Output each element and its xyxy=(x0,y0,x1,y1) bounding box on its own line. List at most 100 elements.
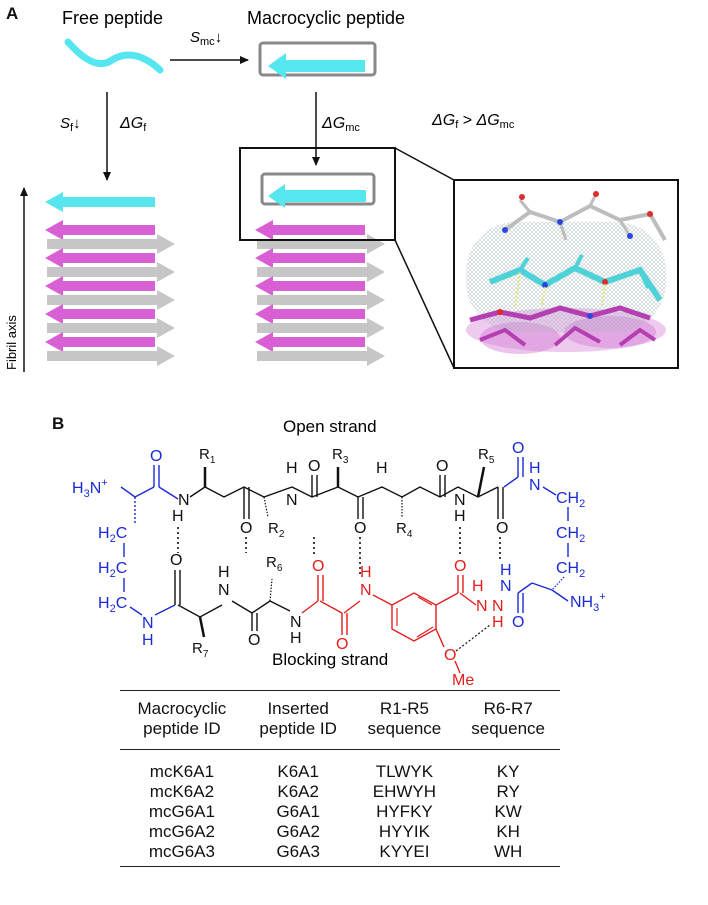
blocking-strand-label: Blocking strand xyxy=(272,650,388,669)
macrocycle-frame xyxy=(258,41,377,77)
panel-label-b: B xyxy=(52,414,65,433)
table-row: mcK6A1 K6A1 TLWYK KY xyxy=(120,750,560,783)
mc-capping-strand xyxy=(268,184,366,208)
svg-text:O: O xyxy=(170,552,182,569)
svg-text:R2: R2 xyxy=(268,520,285,540)
cell-inserted-id: G6A3 xyxy=(243,842,353,867)
svg-text:R5: R5 xyxy=(478,446,495,466)
svg-text:Me: Me xyxy=(452,672,474,685)
svg-text:O: O xyxy=(496,520,508,537)
zoom-connector-top xyxy=(394,147,455,181)
svg-text:H: H xyxy=(172,508,184,525)
cell-r6-r7: KY xyxy=(496,762,520,781)
cell-inserted-id: G6A1 xyxy=(276,802,320,821)
s-f-label: Sf↓ xyxy=(60,115,81,134)
mc-capping-frame xyxy=(260,172,376,206)
magenta-strand-arrow xyxy=(255,304,365,324)
svg-text:CH2: CH2 xyxy=(556,525,585,545)
svg-text:H: H xyxy=(286,460,298,477)
mc-fibril-stack xyxy=(255,220,385,366)
svg-text:R7: R7 xyxy=(192,640,209,660)
cell-r6-r7: KW xyxy=(494,802,522,821)
right-linker: O H N CH2 CH2 CH2 NH3+ O H N xyxy=(500,440,606,631)
svg-text:O: O xyxy=(454,558,466,575)
svg-text:R4: R4 xyxy=(396,520,413,540)
svg-text:N: N xyxy=(286,492,298,509)
s-mc-label: Smc↓ xyxy=(190,29,222,48)
cell-r6-r7: RY xyxy=(496,782,520,801)
svg-text:H: H xyxy=(529,460,541,477)
svg-text:H: H xyxy=(492,614,504,631)
svg-text:N: N xyxy=(360,582,372,599)
gray-strand-arrow xyxy=(257,318,385,338)
free-peptide-label: Free peptide xyxy=(62,8,163,28)
cell-r6-r7: KH xyxy=(496,822,520,841)
cell-r6-r7: WH xyxy=(456,842,560,867)
svg-text:H: H xyxy=(500,562,512,579)
gray-strand-arrow xyxy=(47,346,175,366)
svg-text:R1: R1 xyxy=(199,446,216,466)
cell-inserted-id: K6A2 xyxy=(277,782,319,801)
panel-label-a: A xyxy=(6,4,19,23)
svg-text:N: N xyxy=(454,492,466,509)
svg-text:Smc↓: Smc↓ xyxy=(190,29,222,48)
svg-text:O: O xyxy=(512,440,524,457)
red-aromatic-linker: O O N H O N H N H O Me xyxy=(301,558,504,685)
hydrogen-bonds xyxy=(177,527,501,575)
svg-text:O: O xyxy=(512,614,524,631)
gray-strand-arrow xyxy=(47,234,175,254)
magenta-strand-arrow xyxy=(45,332,155,352)
cell-r1-r5: HYFKY xyxy=(376,802,433,821)
svg-text:H: H xyxy=(142,632,154,649)
svg-text:N: N xyxy=(500,578,512,595)
svg-text:H2C: H2C xyxy=(98,595,127,615)
svg-text:H: H xyxy=(376,460,388,477)
cell-inserted-id: K6A1 xyxy=(277,762,319,781)
svg-text:N: N xyxy=(476,598,488,615)
svg-text:H: H xyxy=(290,630,302,647)
gray-strand-arrow xyxy=(47,318,175,338)
zoom-connector-bottom xyxy=(394,239,455,369)
svg-text:H: H xyxy=(454,508,466,525)
svg-text:H: H xyxy=(218,564,230,581)
magenta-strand-arrow xyxy=(255,276,365,296)
fibril-axis-label: Fibril axis xyxy=(4,315,19,370)
cyan-strand-arrow xyxy=(45,192,155,212)
gray-strand-arrow xyxy=(257,234,385,254)
svg-text:O: O xyxy=(444,647,456,664)
svg-text:O: O xyxy=(336,636,348,653)
cell-macrocyclic-id: mcG6A2 xyxy=(148,822,215,841)
svg-text:H2C: H2C xyxy=(98,560,127,580)
magenta-strand-arrow xyxy=(45,248,155,268)
panel-a-diagram: Free peptide Macrocyclic peptide Smc↓ Sf… xyxy=(4,8,679,372)
gray-strand-arrow xyxy=(47,290,175,310)
svg-text:N: N xyxy=(142,615,154,632)
dg-f-label: ΔGf xyxy=(119,115,147,134)
svg-text:R6: R6 xyxy=(266,554,283,574)
svg-text:R3: R3 xyxy=(332,446,349,466)
gray-strand-arrow xyxy=(257,346,385,366)
free-fibril-stack xyxy=(45,192,175,366)
svg-text:O: O xyxy=(436,458,448,475)
energy-inequality: ΔGf > ΔGmc xyxy=(431,112,515,131)
magenta-strand-arrow xyxy=(45,276,155,296)
svg-text:O: O xyxy=(240,520,252,537)
free-peptide-strand xyxy=(64,38,164,74)
cell-macrocyclic-id: mcG6A1 xyxy=(148,802,215,821)
cell-macrocyclic-id: mcG6A3 xyxy=(120,842,244,867)
svg-text:N: N xyxy=(178,492,190,509)
magenta-strand-arrow xyxy=(255,248,365,268)
cell-macrocyclic-id: mcK6A1 xyxy=(149,762,215,781)
svg-text:N: N xyxy=(492,598,504,615)
open-strand-label: Open strand xyxy=(283,417,377,436)
cell-inserted-id: G6A2 xyxy=(276,822,320,841)
cell-r1-r5: KYYEI xyxy=(352,842,457,867)
gray-strand-arrow xyxy=(257,262,385,282)
magenta-strand-arrow xyxy=(45,220,155,240)
